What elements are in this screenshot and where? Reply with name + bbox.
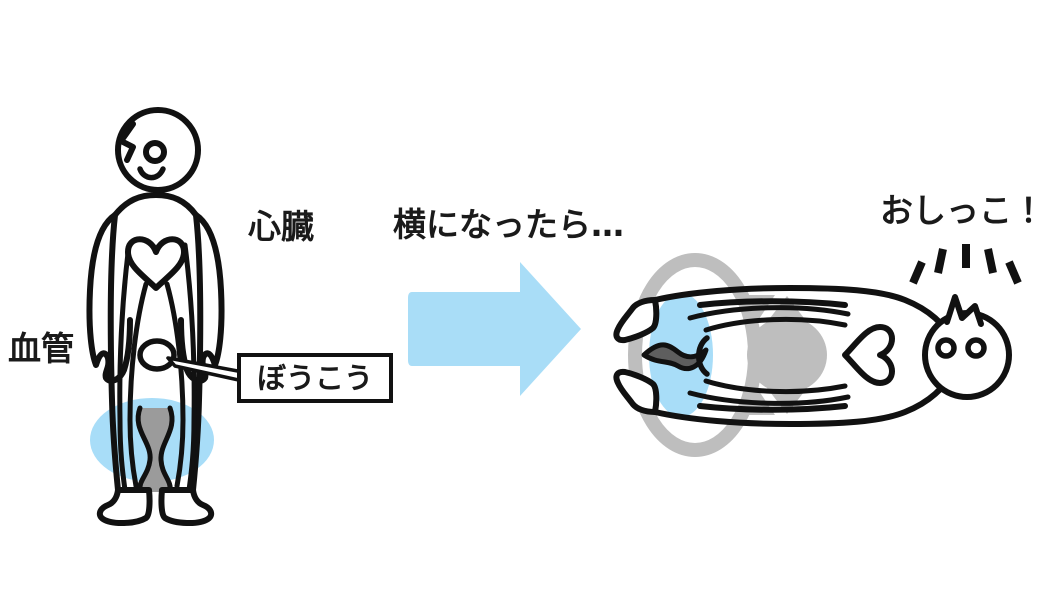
- lying-vessel-lower-inner: [703, 378, 848, 395]
- lying-vessel-lower-outer: [687, 390, 851, 406]
- emphasis-line-1: [909, 260, 926, 285]
- standing-left-shoe: [96, 487, 153, 526]
- standing-heart-organ: [125, 236, 187, 291]
- standing-shoulders: [112, 191, 199, 218]
- fluid-edge-right: [158, 405, 175, 495]
- lying-body-bottom: [652, 369, 955, 428]
- heart-blob-body: [747, 317, 827, 393]
- standing-smile: [137, 166, 166, 181]
- emphasis-lines: [909, 244, 1022, 285]
- emphasis-line-4: [984, 248, 997, 274]
- vessel-inner-left: [127, 281, 149, 489]
- vessel-inner-right: [164, 281, 186, 489]
- vessel-outer-left: [117, 242, 132, 493]
- emphasis-line-5: [1005, 260, 1022, 285]
- bladder-callout[interactable]: ぼうこう: [166, 353, 393, 403]
- lying-vessel-upper-outer: [687, 305, 851, 321]
- standing-torso-left: [107, 212, 121, 493]
- transition-arrow: [408, 262, 581, 396]
- lying-head-tuft: [944, 294, 984, 327]
- lying-foot-upper: [613, 297, 660, 344]
- transition-label: 横になったら…: [393, 205, 624, 244]
- standing-head-tuft: [118, 121, 136, 163]
- lying-bladder-ring: [696, 335, 710, 377]
- lying-eye-left: [935, 337, 957, 359]
- lying-vessel-upper-inner: [703, 316, 848, 333]
- lying-foot-lower: [613, 368, 660, 415]
- standing-torso-right: [190, 212, 204, 493]
- lying-arm-lower: [697, 403, 848, 413]
- arrow-shape: [408, 262, 581, 396]
- standing-right-shoe: [158, 487, 215, 526]
- lying-arm-upper: [697, 298, 848, 308]
- standing-eye: [143, 140, 167, 164]
- emphasis-line-2: [934, 248, 947, 274]
- callout-box: [237, 353, 393, 403]
- lying-person: [613, 244, 1022, 457]
- fluid-edge-left: [135, 405, 153, 495]
- standing-person: [86, 107, 225, 526]
- exclamation-label: おしっこ！: [880, 191, 1045, 230]
- standing-left-arm: [86, 212, 133, 384]
- callout-label: ぼうこう: [257, 361, 373, 395]
- heart-label: 心臓: [248, 207, 314, 246]
- lying-eye-right: [965, 337, 987, 359]
- lying-body-top: [652, 284, 955, 343]
- lying-fluid: [641, 342, 709, 372]
- vessel-outer-right: [182, 242, 197, 493]
- standing-bladder: [137, 338, 177, 372]
- lying-heart-organ: [842, 324, 895, 386]
- lying-head: [922, 310, 1012, 400]
- standing-head-tuft-side: [112, 121, 156, 193]
- blood-vessel-label: 血管: [8, 329, 74, 368]
